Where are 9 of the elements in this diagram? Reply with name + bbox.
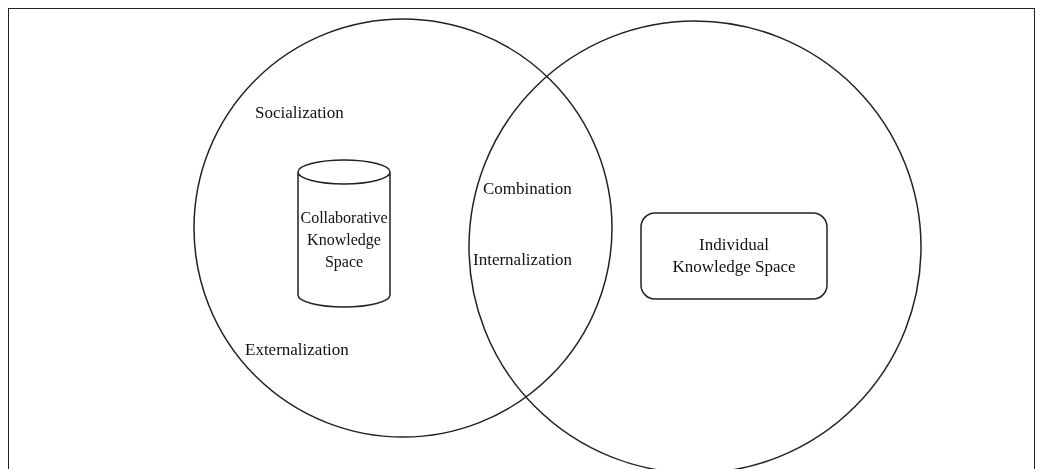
region-label: Externalization — [245, 339, 349, 361]
rounded-box — [640, 212, 828, 300]
region-label: Internalization — [473, 249, 573, 271]
region-label: Combination — [483, 178, 572, 200]
region-label: Socialization — [255, 102, 344, 124]
node-label: Collaborative Knowledge Space — [299, 207, 389, 273]
venn-circle — [193, 18, 613, 438]
storage-cylinder — [297, 160, 391, 307]
node-label: Individual Knowledge Space — [671, 234, 797, 278]
